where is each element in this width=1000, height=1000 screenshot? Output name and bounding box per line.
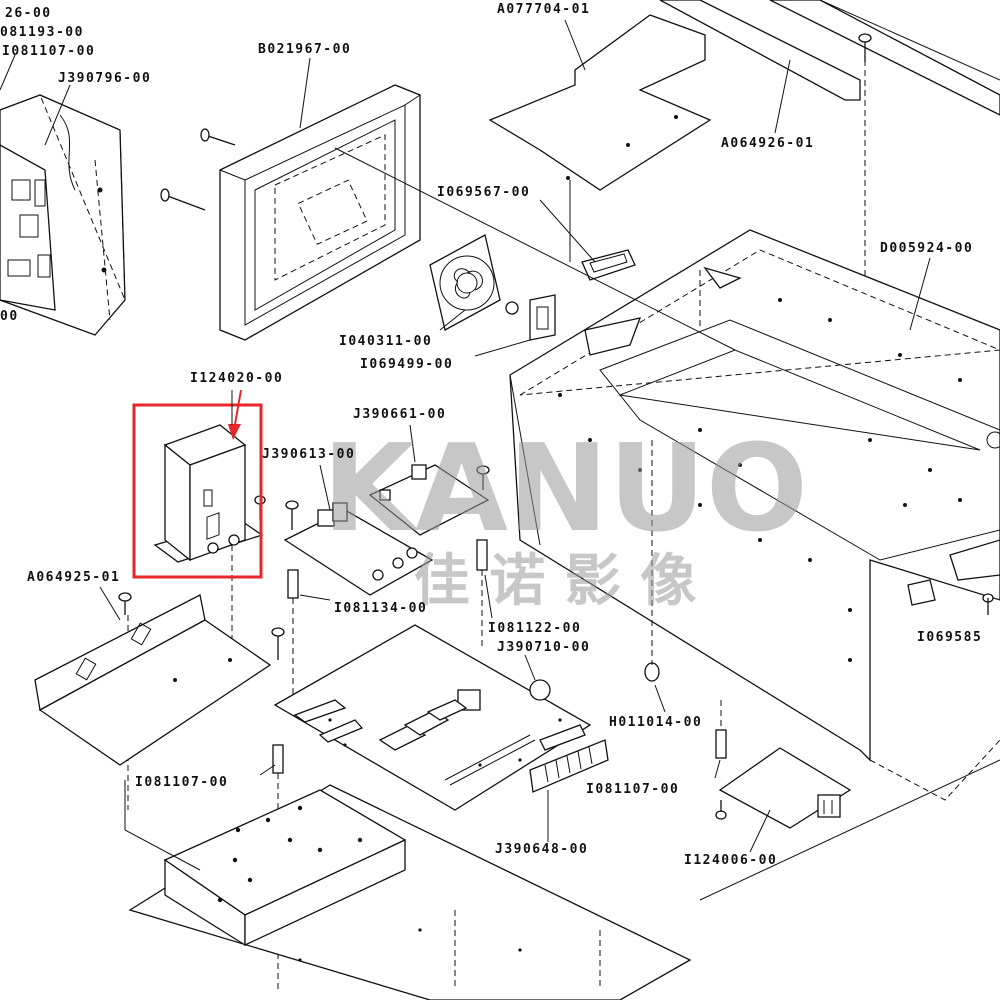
part-label: J390796-00	[58, 71, 151, 86]
part-label: I124020-00	[190, 371, 283, 386]
standoffs	[118, 440, 727, 990]
leader-lines	[0, 19, 931, 871]
part-label: 26-00	[5, 6, 52, 21]
small-pcb-lower	[283, 502, 434, 596]
highlighted-module	[153, 424, 266, 690]
connector-plug	[581, 249, 636, 281]
part-label: I069585	[917, 630, 982, 645]
part-label: J390710-00	[497, 640, 590, 655]
part-label: I069499-00	[360, 357, 453, 372]
part-label: J390613-00	[262, 447, 355, 462]
cooling-fan	[429, 234, 519, 331]
part-label: J390661-00	[353, 407, 446, 422]
gasket	[529, 294, 556, 341]
part-label: J390648-00	[495, 842, 588, 857]
left-bracket	[34, 594, 272, 766]
part-label: A064925-01	[27, 570, 120, 585]
part-label: I081122-00	[488, 621, 581, 636]
highlight-arrow	[228, 389, 242, 440]
top-bracket-plate	[488, 14, 712, 191]
part-label: 081193-00	[0, 25, 84, 40]
highlight-frame	[132, 403, 263, 579]
part-label: I081134-00	[334, 601, 427, 616]
power-supply-base	[128, 784, 692, 1000]
part-label: D005924-00	[880, 241, 973, 256]
part-label: 00	[0, 309, 19, 324]
part-label: I081107-00	[2, 44, 95, 59]
part-label: H011014-00	[609, 715, 702, 730]
main-chassis	[509, 229, 1000, 901]
watermark: KANUO 佳 诺 影 像	[322, 420, 808, 614]
small-pcb-upper	[368, 464, 490, 536]
part-label: I069567-00	[437, 185, 530, 200]
top-rail	[659, 0, 1000, 480]
main-board	[273, 624, 592, 811]
part-label: I040311-00	[339, 334, 432, 349]
part-label: I124006-00	[684, 853, 777, 868]
small-module-board	[718, 747, 852, 829]
monitor-frame	[160, 84, 421, 341]
part-label: I081107-00	[135, 775, 228, 790]
part-label: A077704-01	[497, 2, 590, 17]
watermark-brand: KANUO	[322, 420, 808, 559]
part-label: I081107-00	[586, 782, 679, 797]
part-labels: 26-00 081193-00 I081107-00 J390796-00 00…	[0, 2, 982, 868]
part-label: B021967-00	[258, 42, 351, 57]
watermark-chinese: 佳 诺 影 像	[414, 549, 697, 614]
part-label: A064926-01	[721, 136, 814, 151]
left-pcb-assembly	[0, 94, 126, 336]
memory-module	[529, 739, 609, 793]
